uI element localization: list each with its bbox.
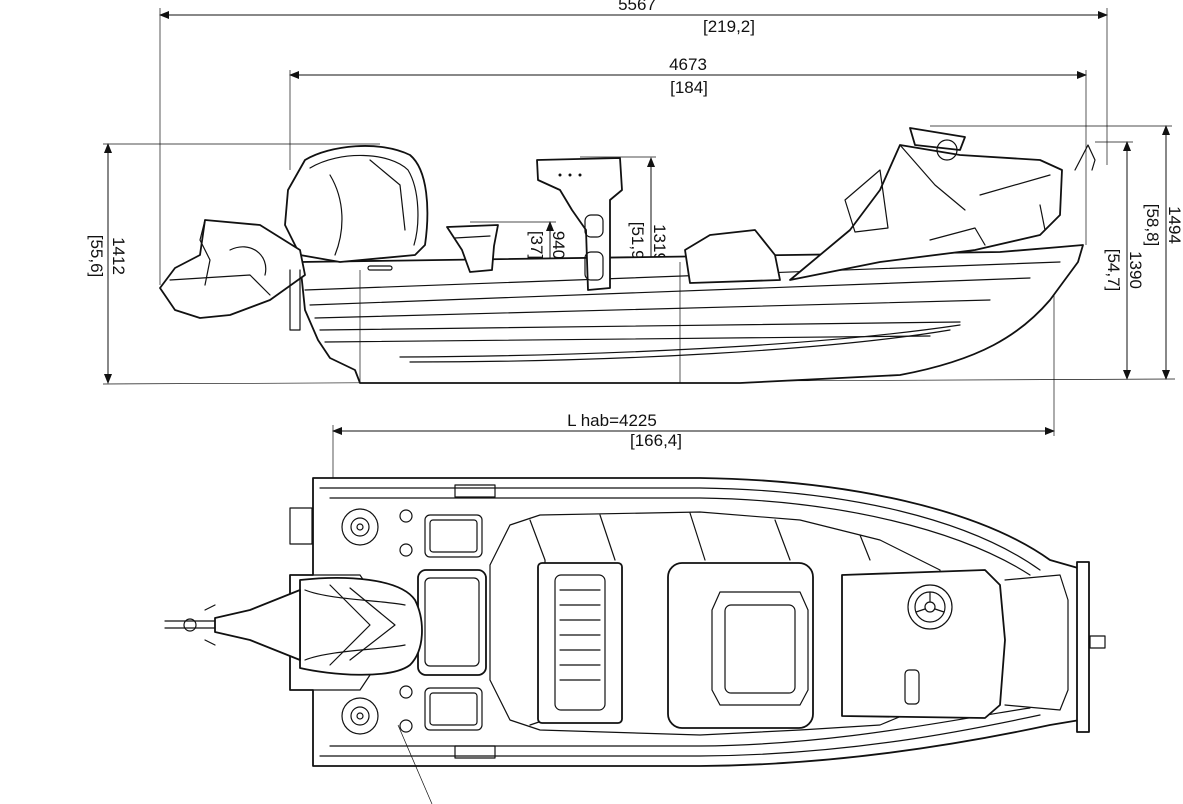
- hull-side: [299, 244, 1084, 384]
- leaning-post-top: [537, 562, 623, 724]
- console-seat-side: [684, 229, 781, 284]
- bow-cleat-icon: [1089, 635, 1106, 649]
- boat-side-view: [159, 127, 1096, 384]
- dimension-hull-length: 4673 [184]: [289, 55, 1087, 245]
- throttle-control: [904, 669, 920, 705]
- transom-handle-top: [289, 507, 313, 545]
- rear-bench-top: [417, 569, 487, 676]
- leaning-post-side: [536, 157, 623, 291]
- speaker-icon: [341, 508, 379, 735]
- storage-hatch-top: [424, 514, 483, 558]
- dimension-overall-length: 5567 [219,2]: [159, 0, 1108, 285]
- overall-length-in: [219,2]: [703, 17, 755, 36]
- height-outboard-in: [55,6]: [87, 235, 106, 278]
- height-console-in: [58,8]: [1143, 204, 1162, 247]
- steering-wheel-icon: [907, 584, 953, 630]
- habitable-length-mm: L hab=4225: [567, 411, 657, 430]
- storage-hatch-bottom: [424, 687, 483, 731]
- dimension-height-bow-rail: 1390 [54,7]: [1095, 141, 1145, 380]
- callout-leader-line: [397, 724, 433, 804]
- hull-length-in: [184]: [670, 78, 708, 97]
- bow-anchor-locker: [1076, 561, 1090, 733]
- boat-top-view: [164, 477, 1106, 804]
- height-bow-rail-in: [54,7]: [1104, 249, 1123, 292]
- dimension-height-seat: 940 [37]: [470, 221, 568, 383]
- rear-seat-side: [446, 224, 499, 273]
- helm-console-top: [841, 569, 1006, 719]
- dimension-habitable-length: L hab=4225 [166,4]: [332, 255, 1055, 478]
- outboard-engine-side: [159, 145, 429, 331]
- height-seat-in: [37]: [527, 231, 546, 259]
- center-console-side: [789, 127, 1063, 281]
- dimension-height-console: 1494 [58,8]: [930, 125, 1183, 380]
- habitable-length-in: [166,4]: [630, 431, 682, 450]
- hull-length-mm: 4673: [669, 55, 707, 74]
- console-seat-top: [667, 562, 814, 729]
- height-seat-mm: 940: [549, 231, 568, 259]
- height-console-mm: 1494: [1165, 206, 1183, 244]
- overall-length-mm: 5567: [618, 0, 656, 14]
- height-leaning-post-mm: 1319: [650, 224, 669, 262]
- dimension-height-outboard: 1412 [55,6]: [87, 143, 128, 384]
- height-leaning-post-in: [51,9]: [628, 222, 647, 265]
- outboard-engine-top: [164, 577, 423, 676]
- bow-light-side: [1039, 144, 1096, 231]
- height-bow-rail-mm: 1390: [1126, 251, 1145, 289]
- height-outboard-mm: 1412: [109, 237, 128, 275]
